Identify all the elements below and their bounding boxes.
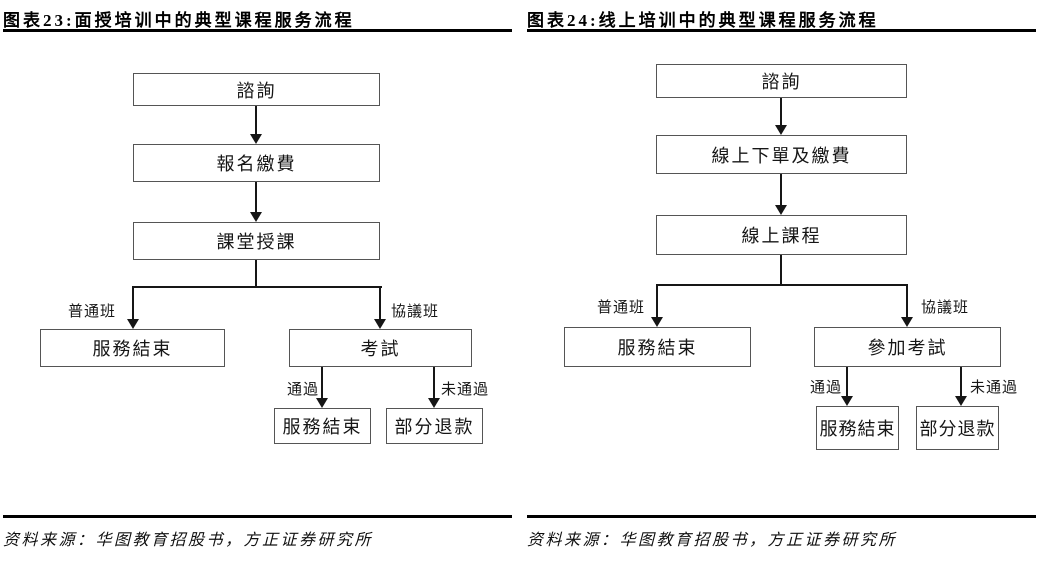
figure-23-title: 图表23:面授培训中的典型课程服务流程 bbox=[3, 11, 355, 30]
down-arrowhead-icon bbox=[250, 212, 262, 222]
connector-line bbox=[906, 284, 908, 319]
connector-line bbox=[780, 174, 782, 207]
flow-node-service-end: 服務結束 bbox=[40, 329, 225, 367]
edge-label-agreement-class: 協議班 bbox=[391, 304, 440, 320]
down-arrowhead-icon bbox=[374, 319, 386, 329]
flow-node-exam: 考試 bbox=[289, 329, 472, 367]
down-arrowhead-icon bbox=[901, 317, 913, 327]
flow-node-partial-refund: 部分退款 bbox=[386, 408, 483, 444]
down-arrowhead-icon bbox=[841, 396, 853, 406]
down-arrowhead-icon bbox=[428, 398, 440, 408]
down-arrowhead-icon bbox=[316, 398, 328, 408]
figure-24-title: 图表24:线上培训中的典型课程服务流程 bbox=[527, 11, 879, 30]
flow-node-online-order-pay: 線上下單及繳費 bbox=[656, 135, 907, 174]
flow-node-service-end-after-pass: 服務結束 bbox=[274, 408, 371, 444]
flow-node-online-course: 線上課程 bbox=[656, 215, 907, 255]
connector-line bbox=[780, 255, 782, 286]
flow-node-enroll-pay: 報名繳費 bbox=[133, 144, 380, 182]
title-rule bbox=[527, 29, 1036, 32]
figure-23-panel: 图表23:面授培训中的典型课程服务流程 諮詢 報名繳費 課堂授課 普通班 協議班… bbox=[3, 11, 512, 549]
branch-line bbox=[132, 286, 382, 288]
connector-line bbox=[255, 260, 257, 288]
connector-line bbox=[321, 367, 323, 400]
down-arrowhead-icon bbox=[775, 125, 787, 135]
flow-node-consult: 諮詢 bbox=[133, 73, 380, 106]
flow-node-take-exam: 參加考試 bbox=[814, 327, 1001, 367]
source-note: 资料来源：华图教育招股书，方正证券研究所 bbox=[3, 532, 374, 549]
flow-node-service-end-after-pass: 服務結束 bbox=[816, 406, 899, 450]
down-arrowhead-icon bbox=[250, 134, 262, 144]
source-rule bbox=[3, 515, 512, 518]
connector-line bbox=[132, 286, 134, 321]
connector-line bbox=[433, 367, 435, 400]
source-rule bbox=[527, 515, 1036, 518]
connector-line bbox=[960, 367, 962, 398]
edge-label-agreement-class: 協議班 bbox=[921, 300, 970, 316]
edge-label-fail: 未通過 bbox=[441, 382, 490, 398]
down-arrowhead-icon bbox=[127, 319, 139, 329]
connector-line bbox=[255, 106, 257, 136]
flow-node-classroom: 課堂授課 bbox=[133, 222, 380, 260]
title-rule bbox=[3, 29, 512, 32]
branch-line bbox=[656, 284, 908, 286]
connector-line bbox=[846, 367, 848, 398]
edge-label-pass: 通過 bbox=[810, 380, 843, 396]
connector-line bbox=[780, 98, 782, 127]
down-arrowhead-icon bbox=[775, 205, 787, 215]
flow-node-service-end: 服務結束 bbox=[564, 327, 751, 367]
source-note: 资料来源：华图教育招股书，方正证券研究所 bbox=[527, 532, 898, 549]
edge-label-ordinary-class: 普通班 bbox=[68, 304, 117, 320]
flow-node-partial-refund: 部分退款 bbox=[916, 406, 999, 450]
edge-label-fail: 未通過 bbox=[970, 380, 1019, 396]
edge-label-ordinary-class: 普通班 bbox=[597, 300, 646, 316]
edge-label-pass: 通過 bbox=[287, 382, 320, 398]
connector-line bbox=[656, 284, 658, 319]
down-arrowhead-icon bbox=[651, 317, 663, 327]
flow-node-consult: 諮詢 bbox=[656, 64, 907, 98]
connector-line bbox=[379, 286, 381, 321]
figure-24-panel: 图表24:线上培训中的典型课程服务流程 諮詢 線上下單及繳費 線上課程 普通班 … bbox=[524, 0, 1048, 575]
down-arrowhead-icon bbox=[955, 396, 967, 406]
connector-line bbox=[255, 182, 257, 214]
